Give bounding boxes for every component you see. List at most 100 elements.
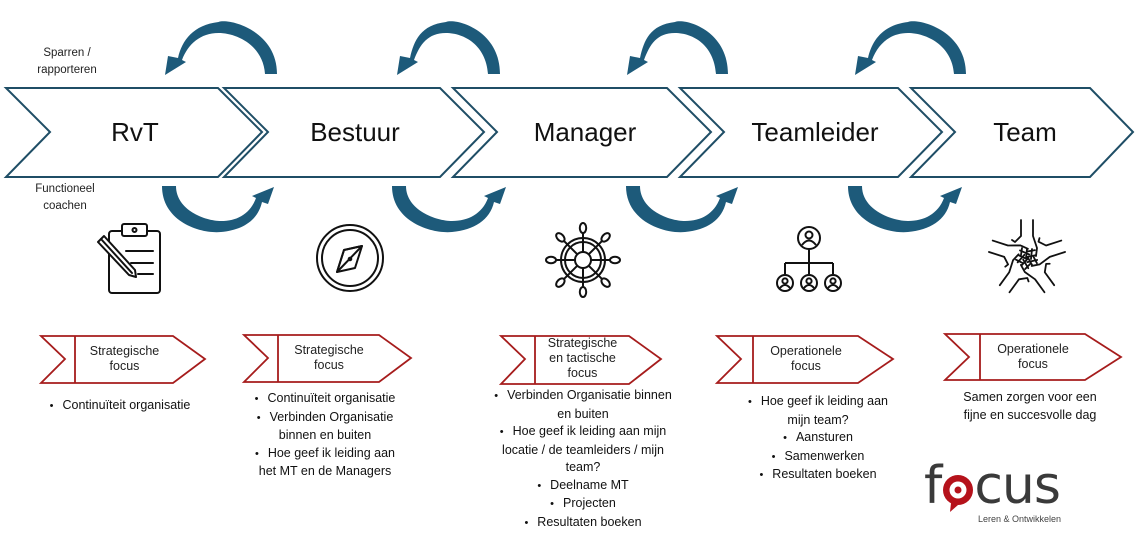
role-chevron-row	[3, 87, 1135, 178]
list-item: Projecten	[470, 495, 696, 514]
focus-items-rvt: Continuïteit organisatie	[20, 397, 220, 416]
focus-label-line: Strategische	[89, 344, 160, 358]
list-item-continuation: team?	[565, 460, 601, 474]
role-chevron-bestuur	[221, 87, 486, 178]
coaching-arrow-down-3	[848, 186, 962, 233]
focus-chevron-teamleider	[714, 335, 895, 384]
focus-label-bestuur: Strategische focus	[279, 343, 379, 373]
person-head	[829, 277, 837, 285]
role-chevron-rvt	[3, 87, 264, 178]
role-label-bestuur: Bestuur	[310, 117, 400, 147]
side-label-line: rapporteren	[37, 64, 97, 76]
focus-chevron-team	[942, 333, 1123, 381]
focus-label-line: focus	[109, 359, 140, 373]
wheel-handle	[578, 222, 588, 234]
wheel-handle	[600, 232, 611, 243]
person-head	[781, 277, 789, 285]
focus-logo-mark	[943, 475, 973, 512]
coaching-arrow-down-1	[392, 186, 506, 233]
person-node	[824, 274, 842, 292]
focus-label-line: Strategische	[547, 336, 618, 350]
focus-text-line: Samen zorgen voor een	[963, 390, 1097, 404]
feedback-arrow-up-1	[397, 21, 500, 75]
feedback-arrow-up-2	[627, 21, 728, 75]
wheel-handle	[578, 286, 588, 298]
list-item: Aansturen	[718, 429, 918, 448]
logo-word-prefix: f	[924, 456, 942, 516]
list-item-continuation: mijn team?	[787, 412, 849, 427]
role-label-rvt: RvT	[111, 117, 159, 147]
ship-wheel-icon	[545, 222, 621, 298]
focus-label-teamleider: Operationele focus	[754, 344, 858, 374]
side-label-functioneel-coachen: Functioneel coachen	[20, 181, 110, 215]
feedback-arrow-up-0	[165, 21, 277, 75]
side-label-line: Sparren /	[43, 47, 91, 59]
feedback-arrow-up-3	[855, 21, 966, 75]
hands-together-icon	[988, 219, 1066, 294]
person-node	[800, 274, 818, 292]
focus-label-line: en tactische	[549, 351, 616, 365]
person-node	[776, 274, 794, 292]
person-body	[803, 284, 815, 289]
focus-chevron-manager	[498, 335, 663, 385]
side-label-line: Functioneel	[35, 183, 95, 195]
list-item: Resultaten boeken	[718, 466, 918, 485]
list-item: Resultaten boeken	[470, 514, 696, 533]
focus-items-manager: Verbinden Organisatie binnen en buiten H…	[470, 387, 696, 532]
focus-items-bestuur: Continuïteit organisatie Verbinden Organ…	[225, 390, 425, 481]
clipboard-pencil-icon	[97, 223, 161, 294]
focus-label-line: Operationele	[770, 344, 842, 358]
list-item: Hoe geef ik leiding aan mijn	[470, 423, 696, 442]
logo-word-suffix: cus	[974, 456, 1061, 516]
person-head	[805, 277, 813, 285]
hand	[998, 253, 1031, 294]
role-label-teamleider: Teamleider	[751, 117, 879, 147]
feedback-arrows	[162, 21, 966, 233]
side-label-sparren: Sparren / rapporteren	[22, 45, 112, 79]
role-label-team: Team	[993, 117, 1057, 147]
focus-label-line: focus	[791, 359, 821, 373]
list-item-continuation: het MT en de Managers	[258, 464, 392, 478]
coaching-arrow-down-0	[162, 186, 274, 233]
wheel-handle	[555, 277, 566, 288]
focus-label-line: focus	[1018, 357, 1048, 371]
focus-label-manager: Strategische en tactische focus	[536, 336, 629, 381]
list-item: Continuïteit organisatie	[225, 390, 425, 409]
list-item: Hoe geef ik leiding aan	[225, 445, 425, 464]
list-item-continuation: binnen en buiten	[278, 428, 372, 442]
person-body	[827, 284, 839, 289]
list-item: Verbinden Organisatie	[225, 409, 425, 428]
focus-items-team: Samen zorgen voor een fijne en succesvol…	[930, 388, 1130, 424]
list-item: Deelname MT	[470, 477, 696, 496]
list-item-continuation: en buiten	[557, 406, 609, 421]
hand	[1025, 237, 1066, 267]
org-chart-icon	[776, 226, 842, 292]
coaching-arrow-down-2	[626, 186, 738, 233]
role-chevron-teamleider	[677, 87, 944, 178]
logo-tagline: Leren & Ontwikkelen	[978, 514, 1062, 524]
focus-text-line: fijne en succesvolle dag	[963, 408, 1097, 422]
focus-label-rvt: Strategische focus	[76, 344, 173, 374]
role-chevron-team	[908, 87, 1135, 178]
hand	[988, 239, 1031, 268]
focus-items-teamleider: Hoe geef ik leiding aan mijn team? Aanst…	[718, 393, 918, 485]
side-label-line: coachen	[43, 200, 87, 212]
focus-label-team: Operationele focus	[981, 342, 1085, 372]
list-item: Verbinden Organisatie binnen	[470, 387, 696, 406]
wheel-handle	[555, 232, 566, 243]
role-chevron-manager	[450, 87, 713, 178]
focus-label-line: focus	[567, 366, 598, 380]
list-item-continuation: locatie / de teamleiders / mijn	[502, 442, 664, 457]
role-label-manager: Manager	[533, 117, 637, 147]
hand	[1019, 256, 1056, 294]
focus-label-line: focus	[314, 358, 344, 372]
list-item: Samenwerken	[718, 448, 918, 467]
list-item: Hoe geef ik leiding aan	[718, 393, 918, 412]
wheel-handle	[609, 255, 621, 265]
compass-icon	[316, 224, 384, 292]
list-item: Continuïteit organisatie	[20, 397, 220, 416]
focus-chevron-bestuur	[241, 334, 413, 383]
wheel-handle	[545, 255, 557, 265]
